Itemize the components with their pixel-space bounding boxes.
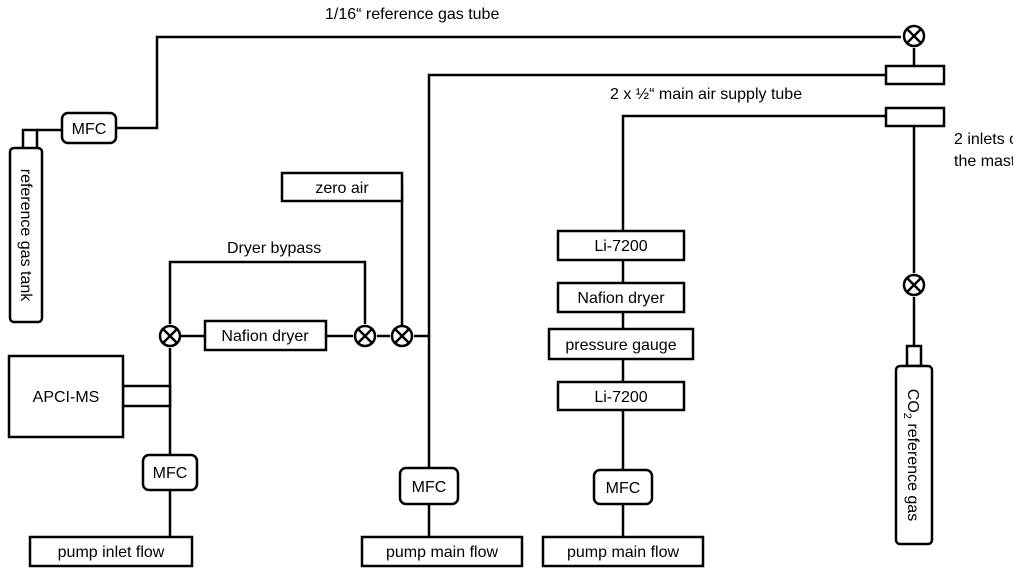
svg-text:MFC: MFC <box>153 465 188 482</box>
dryer-bypass-line <box>168 260 367 324</box>
valve-icon-zero-air <box>390 324 414 348</box>
nafion-dryer-right: Nafion dryer <box>556 281 686 314</box>
reference-gas-tube-line <box>116 35 901 130</box>
svg-text:MFC: MFC <box>412 479 447 496</box>
pump-main-flow-box-1: pump main flow <box>360 535 524 568</box>
svg-text:Nafion dryer: Nafion dryer <box>577 290 665 307</box>
reference-gas-tube-label: 1/16“ reference gas tube <box>325 6 499 23</box>
mfc-ref-gas: MFC <box>60 111 118 145</box>
apci-ms-box: APCI-MS <box>7 354 125 439</box>
mast-inlet-upper <box>884 64 946 86</box>
svg-text:Nafion dryer: Nafion dryer <box>221 328 309 345</box>
svg-text:Li-7200: Li-7200 <box>594 238 647 255</box>
li7200-top: Li-7200 <box>556 229 686 262</box>
main-air-line-right <box>621 114 886 231</box>
valve-icon-ref-gas <box>902 24 926 48</box>
valve-icon-co2 <box>902 273 926 297</box>
svg-text:CO2 reference gas: CO2 reference gas <box>901 389 921 521</box>
mfc-licor: MFC <box>592 468 654 506</box>
svg-text:pump inlet flow: pump inlet flow <box>58 544 165 561</box>
co2-reference-gas-tank: CO2 reference gas <box>894 364 934 546</box>
svg-text:MFC: MFC <box>72 121 107 138</box>
pump-inlet-flow-box: pump inlet flow <box>28 535 194 568</box>
mfc-apci: MFC <box>141 453 199 492</box>
svg-text:Li-7200: Li-7200 <box>594 389 647 406</box>
svg-text:pressure gauge: pressure gauge <box>565 337 676 354</box>
svg-text:APCI-MS: APCI-MS <box>33 389 100 406</box>
svg-text:reference gas tank: reference gas tank <box>17 169 34 303</box>
ref-tank-valve-stem <box>21 128 39 148</box>
nafion-dryer-left: Nafion dryer <box>203 319 328 352</box>
svg-text:pump main flow: pump main flow <box>386 544 498 561</box>
inlets-label-line1: 2 inlets on <box>954 131 1013 148</box>
li7200-bottom: Li-7200 <box>556 380 686 412</box>
apci-ms-connector <box>121 384 172 408</box>
reference-gas-tank: reference gas tank <box>8 146 44 324</box>
main-air-supply-tube-label: 2 x ½“ main air supply tube <box>610 86 802 103</box>
valve-icon-bypass <box>353 324 377 348</box>
mast-inlet-lower <box>884 106 946 128</box>
pressure-gauge-box: pressure gauge <box>547 327 695 361</box>
svg-text:pump main flow: pump main flow <box>567 544 679 561</box>
pump-main-flow-box-2: pump main flow <box>541 535 705 568</box>
zero-air-box: zero air <box>280 171 404 203</box>
dryer-bypass-label: Dryer bypass <box>227 240 321 257</box>
mfc-main: MFC <box>398 466 460 506</box>
inlets-label-line2: the mast <box>954 153 1013 170</box>
co2-tank-valve-stem <box>905 344 923 368</box>
svg-text:zero air: zero air <box>315 180 369 197</box>
valve-icon-apci <box>158 324 182 348</box>
svg-text:MFC: MFC <box>606 480 641 497</box>
